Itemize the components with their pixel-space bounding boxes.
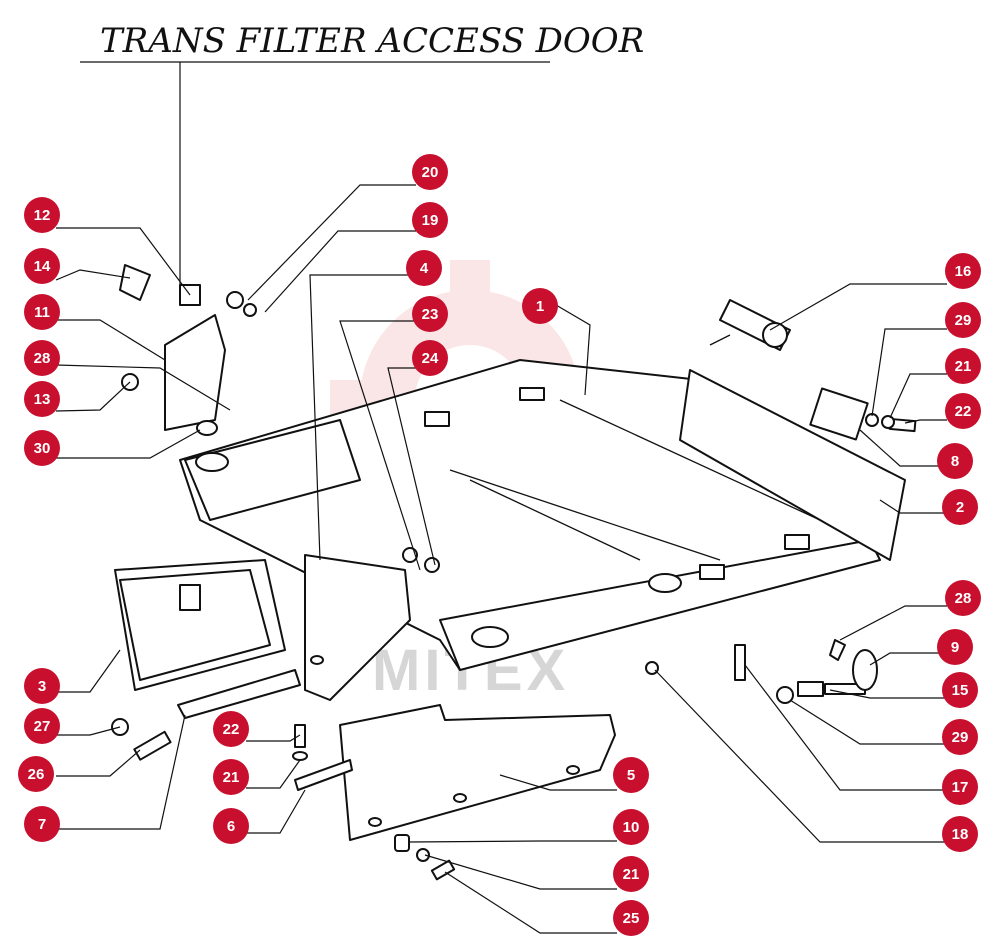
- callout-14[interactable]: 14: [24, 248, 60, 284]
- callout-24[interactable]: 24: [412, 340, 448, 376]
- svg-text:4: 4: [420, 260, 429, 277]
- callout-23[interactable]: 23: [412, 296, 448, 332]
- svg-text:26: 26: [28, 766, 45, 783]
- callout-12[interactable]: 12: [24, 197, 60, 233]
- svg-text:28: 28: [34, 350, 51, 367]
- diagram-title: TRANS FILTER ACCESS DOOR: [100, 21, 644, 61]
- callout-10[interactable]: 10: [613, 809, 649, 845]
- side-plate: [339, 704, 616, 841]
- callout-4[interactable]: 4: [406, 250, 442, 286]
- svg-text:17: 17: [952, 779, 969, 796]
- latch-assembly: [709, 299, 791, 351]
- door-frame: [114, 559, 286, 691]
- callout-28-right[interactable]: 28: [945, 580, 981, 616]
- callout-20[interactable]: 20: [412, 154, 448, 190]
- callout-16[interactable]: 16: [945, 253, 981, 289]
- callout-15[interactable]: 15: [942, 672, 978, 708]
- svg-text:15: 15: [952, 682, 969, 699]
- svg-text:13: 13: [34, 391, 51, 408]
- callout-22-mid[interactable]: 22: [213, 711, 249, 747]
- svg-text:3: 3: [38, 678, 46, 695]
- svg-text:14: 14: [34, 258, 51, 275]
- callout-6[interactable]: 6: [213, 808, 249, 844]
- svg-text:18: 18: [952, 826, 969, 843]
- callout-17[interactable]: 17: [942, 769, 978, 805]
- svg-text:21: 21: [223, 769, 240, 786]
- callout-3[interactable]: 3: [24, 668, 60, 704]
- svg-text:12: 12: [34, 207, 51, 224]
- link-bar: [294, 759, 353, 791]
- callout-21-top[interactable]: 21: [945, 348, 981, 384]
- hardware: [111, 413, 917, 881]
- svg-text:21: 21: [955, 358, 972, 375]
- svg-text:7: 7: [38, 816, 46, 833]
- callout-8[interactable]: 8: [937, 443, 973, 479]
- callout-7[interactable]: 7: [24, 806, 60, 842]
- svg-text:11: 11: [34, 304, 50, 321]
- callout-28-left[interactable]: 28: [24, 340, 60, 376]
- svg-text:27: 27: [34, 718, 51, 735]
- svg-text:1: 1: [536, 298, 544, 315]
- svg-text:22: 22: [955, 403, 972, 420]
- washer: [196, 420, 218, 436]
- svg-text:8: 8: [951, 453, 959, 470]
- callout-1[interactable]: 1: [522, 288, 558, 324]
- leader-lines: [55, 184, 947, 934]
- svg-text:5: 5: [627, 767, 635, 784]
- svg-text:10: 10: [623, 819, 640, 836]
- svg-text:21: 21: [623, 866, 640, 883]
- svg-text:16: 16: [955, 263, 972, 280]
- svg-text:22: 22: [223, 721, 240, 738]
- callout-25[interactable]: 25: [613, 900, 649, 936]
- callout-26[interactable]: 26: [18, 756, 54, 792]
- svg-text:29: 29: [955, 312, 972, 329]
- callout-11[interactable]: 11: [24, 294, 60, 330]
- main-frame: [179, 359, 881, 671]
- callout-27[interactable]: 27: [24, 708, 60, 744]
- svg-text:20: 20: [422, 164, 439, 181]
- svg-text:30: 30: [34, 440, 51, 457]
- frame-plate: [699, 564, 725, 580]
- svg-text:6: 6: [227, 818, 235, 835]
- svg-text:24: 24: [422, 350, 439, 367]
- callout-30[interactable]: 30: [24, 430, 60, 466]
- svg-text:2: 2: [956, 499, 964, 516]
- callout-9[interactable]: 9: [937, 629, 973, 665]
- frame-plate: [519, 387, 545, 401]
- washer: [424, 557, 440, 573]
- callout-2[interactable]: 2: [942, 489, 978, 525]
- callout-18[interactable]: 18: [942, 816, 978, 852]
- callout-19[interactable]: 19: [412, 202, 448, 238]
- svg-text:25: 25: [623, 910, 640, 927]
- support-strap: [177, 669, 301, 719]
- cover-plate: [809, 387, 869, 441]
- mounting-bracket: [304, 547, 440, 701]
- callout-22-top[interactable]: 22: [945, 393, 981, 429]
- callout-13[interactable]: 13: [24, 381, 60, 417]
- svg-text:23: 23: [422, 306, 439, 323]
- svg-text:29: 29: [952, 729, 969, 746]
- callout-29-bottom[interactable]: 29: [942, 719, 978, 755]
- callout-5[interactable]: 5: [613, 757, 649, 793]
- callout-29-top[interactable]: 29: [945, 302, 981, 338]
- callout-21-bottom[interactable]: 21: [613, 856, 649, 892]
- svg-text:19: 19: [422, 212, 439, 229]
- callout-21-mid[interactable]: 21: [213, 759, 249, 795]
- frame-plate: [424, 411, 450, 427]
- svg-text:28: 28: [955, 590, 972, 607]
- access-door: [119, 264, 257, 436]
- svg-text:9: 9: [951, 639, 959, 656]
- rear-panel: [679, 369, 906, 561]
- frame-plate: [784, 534, 810, 550]
